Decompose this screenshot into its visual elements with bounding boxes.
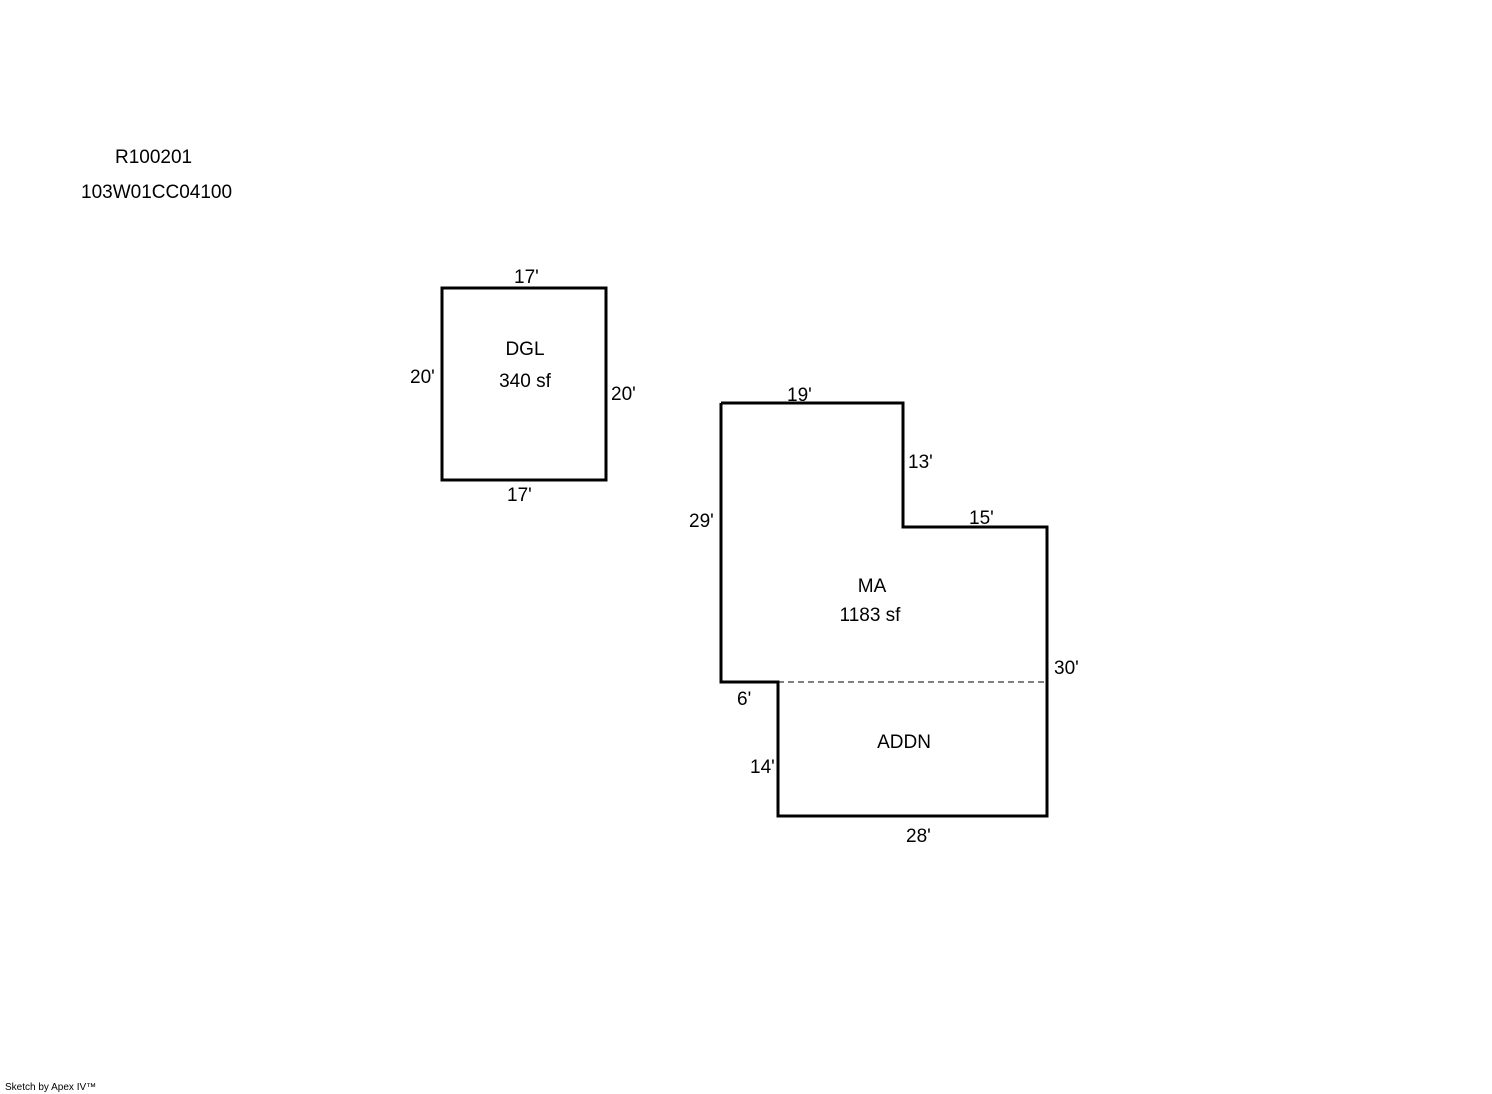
dgl-area: 340 sf <box>499 371 551 392</box>
dgl-dim-left: 20' <box>410 367 435 388</box>
parcel-id: R100201 <box>115 147 193 168</box>
dgl-outline <box>440 286 608 482</box>
ma-dim-left: 29' <box>689 511 714 532</box>
dgl-dim-top: 17' <box>514 267 539 288</box>
ma-dim-right: 30' <box>1054 658 1079 679</box>
addn-code: ADDN <box>877 732 931 753</box>
dgl-dim-right: 20' <box>611 384 636 405</box>
dgl-code: DGL <box>505 339 544 360</box>
ma-dim-step-down: 13' <box>908 452 933 473</box>
ma-area: 1183 sf <box>840 605 902 626</box>
ma-dim-notch: 6' <box>737 689 751 710</box>
dgl-dim-bottom: 17' <box>507 485 532 506</box>
main-outline <box>719 401 1049 818</box>
ma-code: MA <box>858 576 887 597</box>
ma-dim-top: 19' <box>787 385 812 406</box>
map-number: 103W01CC04100 <box>81 182 233 203</box>
ma-dim-bottom: 28' <box>906 826 931 847</box>
ma-dim-lower-left: 14' <box>750 757 775 778</box>
ma-dim-step-right: 15' <box>969 508 994 529</box>
sketch-credit: Sketch by Apex IV™ <box>5 1082 96 1093</box>
